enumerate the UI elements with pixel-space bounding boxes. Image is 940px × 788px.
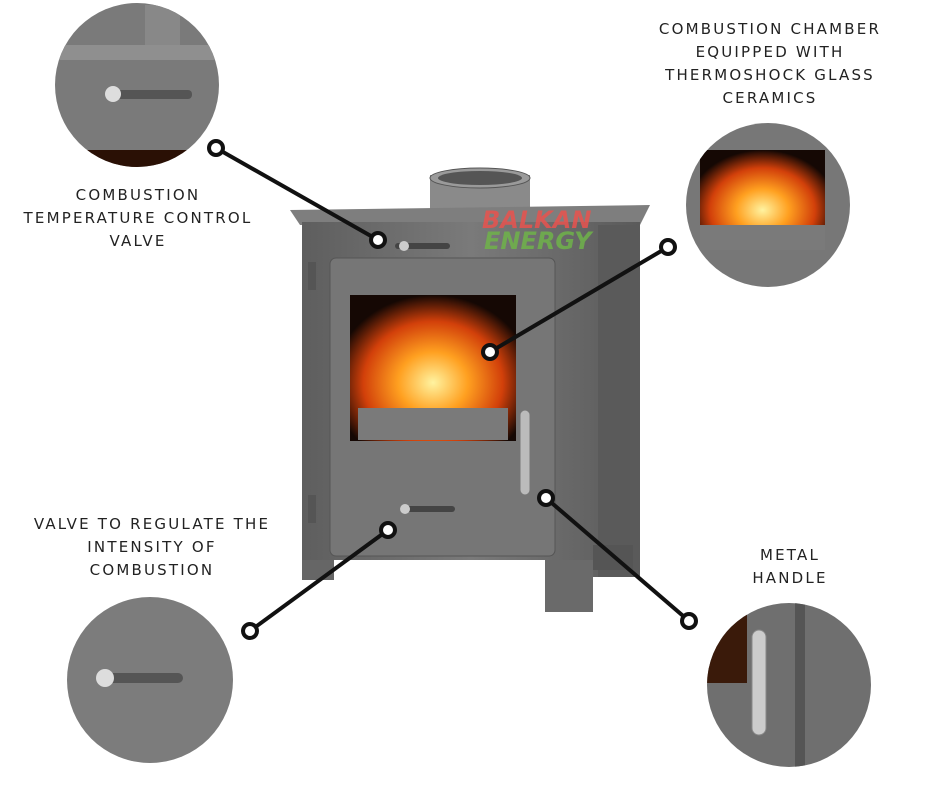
brand-logo: BALKAN ENERGY [460,206,592,255]
inset-combustion-chamber [686,123,850,287]
logo-line2: ENERGY [484,227,592,255]
label-combustion-chamber: Combustion chamber equipped with thermos… [658,20,882,107]
inset-metal-handle [707,603,871,767]
inset-temperature-valve [55,3,219,167]
label-temperature-valve: Combustion temperature control valve [23,186,253,250]
label-metal-handle: Metal handle [752,546,828,587]
logo-line1: BALKAN [482,206,592,234]
connector-lines [207,139,698,640]
inset-intensity-valve [67,597,233,763]
label-intensity-valve: Valve to regulate the intensity of combu… [33,515,271,579]
